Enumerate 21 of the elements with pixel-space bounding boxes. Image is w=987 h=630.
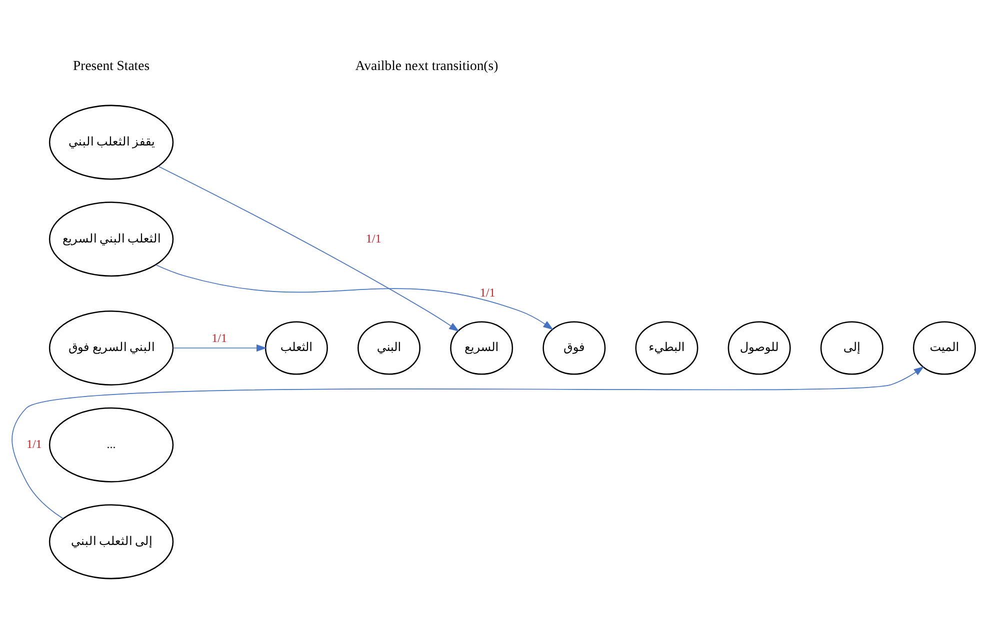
edge-label: 1/1 bbox=[212, 331, 227, 346]
edge-label: 1/1 bbox=[366, 231, 382, 246]
arrow bbox=[158, 166, 460, 332]
node-ellipse: الثعلب bbox=[264, 321, 328, 375]
arrow bbox=[12, 366, 924, 520]
node-ellipse: يقفز الثعلب البني bbox=[48, 104, 174, 180]
arrow bbox=[172, 344, 267, 352]
node-ellipse: الثعلب البني السريع bbox=[48, 202, 174, 277]
node-ellipse: ... bbox=[48, 407, 174, 482]
node-ellipse: السريع bbox=[450, 321, 514, 375]
node-ellipse: البني bbox=[358, 321, 420, 375]
node-ellipse: البطيء bbox=[635, 321, 698, 375]
node-ellipse: البني السريع فوق bbox=[48, 310, 174, 386]
node-ellipse: إلى الثعلب البني bbox=[48, 504, 174, 580]
arrow bbox=[156, 264, 554, 330]
node-ellipse: إلى bbox=[820, 321, 884, 375]
label: Present States bbox=[73, 58, 150, 74]
edge-label: 1/1 bbox=[26, 437, 42, 452]
label: Availble next transition(s) bbox=[355, 58, 498, 74]
edge-label: 1/1 bbox=[480, 286, 496, 300]
node-ellipse: للوصول bbox=[728, 321, 791, 375]
